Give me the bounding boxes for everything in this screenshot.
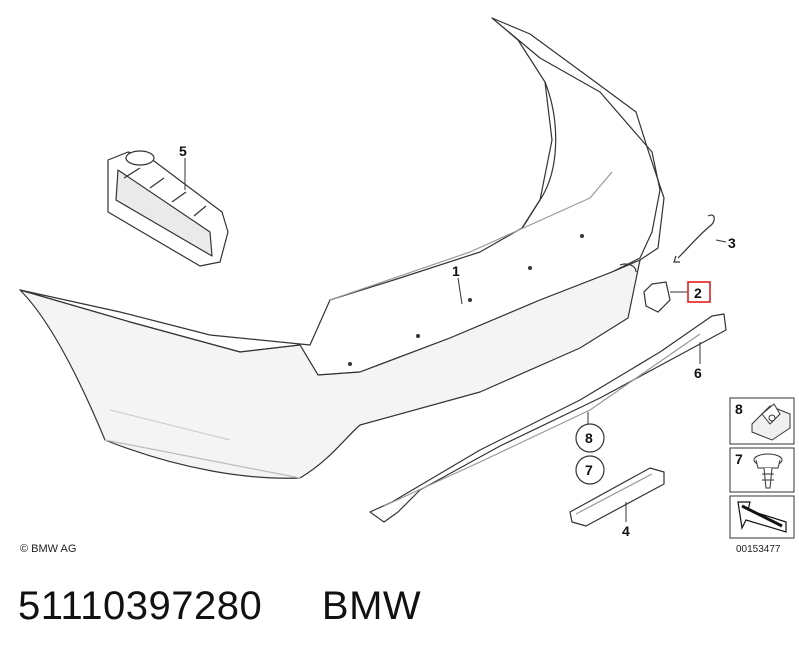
- bracket-part: [107, 150, 229, 267]
- screw-icon: [753, 453, 783, 489]
- legend-item-8: 8: [735, 401, 743, 417]
- reference-number: 00153477: [736, 544, 781, 555]
- callout-2-highlight-box: [687, 281, 711, 303]
- brand-name: BMW: [321, 584, 422, 628]
- parts-diagram: 1 2 3 4 5 6 8 7 8 7 © BMW AG 00153477: [19, 17, 795, 555]
- callout-2: 2: [694, 285, 702, 301]
- callout-3: 3: [728, 235, 736, 251]
- reflector-part: [569, 467, 665, 527]
- footer-caption: 51110397280 BMW: [18, 584, 421, 636]
- callout-1: 1: [452, 263, 460, 279]
- bumper-cover-part: [19, 17, 665, 479]
- circled-7: 7: [585, 462, 593, 478]
- part-number: 51110397280: [18, 584, 263, 628]
- callout-4: 4: [622, 523, 630, 539]
- copyright-text: © BMW AG: [20, 543, 76, 555]
- callout-6: 6: [694, 365, 702, 381]
- clip-nut-icon: [751, 403, 791, 441]
- lower-trim-part: [369, 313, 727, 523]
- circled-7-ring: [575, 455, 605, 485]
- circled-8: 8: [585, 430, 593, 446]
- arrow-icon: [737, 501, 787, 533]
- clip-wire-part: [673, 214, 727, 263]
- circled-8-ring: [575, 423, 605, 453]
- callout-5: 5: [179, 143, 187, 159]
- cover-cap-part: [643, 281, 688, 313]
- legend-item-7: 7: [735, 451, 743, 467]
